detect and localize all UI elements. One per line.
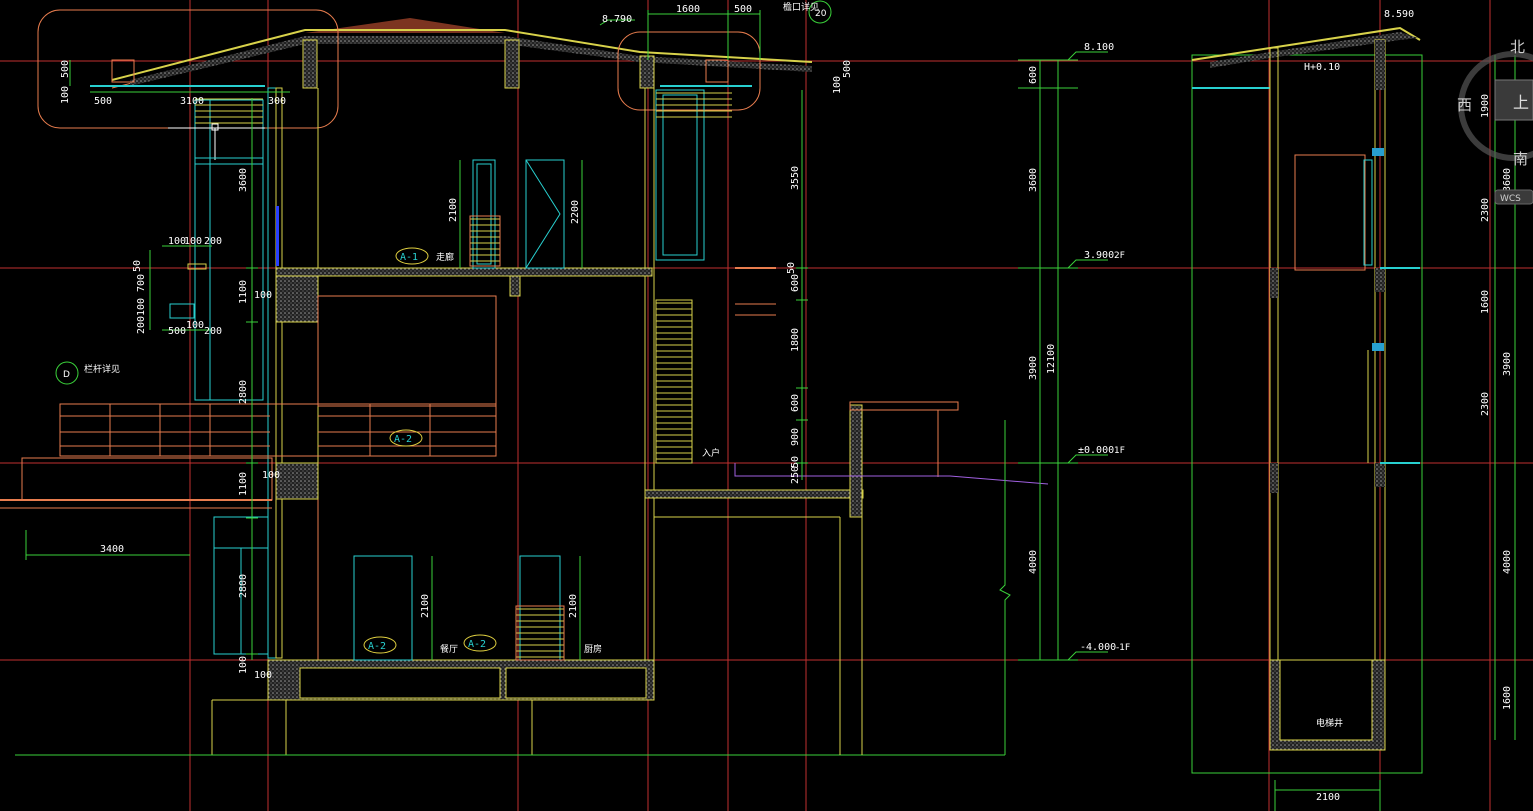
right-bottom-2100: 2100 bbox=[1316, 792, 1340, 803]
total-seg-600: 600 bbox=[1028, 66, 1039, 84]
right-dim-50a: 50 bbox=[786, 262, 797, 274]
right-section bbox=[1191, 26, 1516, 811]
small-vert-100: 100 bbox=[136, 298, 147, 316]
right-dim-4000: 4000 bbox=[1502, 550, 1513, 574]
tag-a2-2: A-2 bbox=[368, 641, 386, 652]
right-dim-1600a: 1600 bbox=[1480, 290, 1491, 314]
railing-detail-no: D bbox=[63, 370, 70, 380]
shaft-label: 电梯井 bbox=[1316, 717, 1343, 729]
right-note-h: H+0.10 bbox=[1304, 62, 1340, 73]
elev-0000: ±0.000 bbox=[1078, 445, 1114, 456]
tag-a2-3: A-2 bbox=[468, 639, 486, 650]
right-dim-2300b: 2300 bbox=[1480, 392, 1491, 416]
viewcube-top-face bbox=[1494, 79, 1533, 121]
small-dim-500: 500 bbox=[168, 326, 186, 337]
right-dim-1900: 1900 bbox=[1480, 94, 1491, 118]
small-vert-200: 200 bbox=[136, 316, 147, 334]
small-dim-200: 200 bbox=[204, 236, 222, 247]
left-dim-100: 100 bbox=[238, 656, 249, 674]
small-dim-100b: 100 bbox=[184, 236, 202, 247]
right-top-elev: 8.590 bbox=[1384, 9, 1414, 20]
viewcube[interactable]: 北 西 南 上 WCS bbox=[1455, 38, 1533, 213]
right-dim-2300a: 2300 bbox=[1480, 198, 1491, 222]
eave-detail-no: 20 bbox=[815, 9, 827, 19]
roof bbox=[37, 9, 813, 129]
eave-dim-500: 500 bbox=[94, 96, 112, 107]
right-dim-1600b: 1600 bbox=[1502, 686, 1513, 710]
total-seg-3600: 3600 bbox=[1028, 168, 1039, 192]
side-dim-100c: 100 bbox=[254, 670, 272, 681]
door-dim-2200: 2200 bbox=[570, 200, 581, 224]
eave-dim-300: 300 bbox=[268, 96, 286, 107]
eave-vert-right-100: 100 bbox=[832, 76, 843, 94]
right-dim-50b: 50 bbox=[790, 456, 801, 468]
small-vert-700: 700 bbox=[136, 274, 147, 292]
top-dim-500: 500 bbox=[734, 4, 752, 15]
room-upper: 走廊 bbox=[436, 251, 454, 263]
side-dim-100a: 100 bbox=[254, 290, 272, 301]
right-dim-600b: 600 bbox=[790, 394, 801, 412]
small-dim-200b: 200 bbox=[204, 326, 222, 337]
elev-3900: 3.900 bbox=[1084, 250, 1114, 261]
door-dim-2100c: 2100 bbox=[568, 594, 579, 618]
room-entry: 入户 bbox=[702, 447, 720, 459]
tag-a1: A-1 bbox=[400, 252, 418, 263]
eave-vert-500: 500 bbox=[60, 60, 71, 78]
roof-elevation: 8.790 bbox=[602, 14, 632, 25]
left-dim-1100b: 1100 bbox=[238, 472, 249, 496]
interior-doors bbox=[353, 159, 565, 661]
room-lower-right: 厨房 bbox=[584, 643, 602, 655]
door-dim-2100a: 2100 bbox=[448, 198, 459, 222]
total-seg-4000: 4000 bbox=[1028, 550, 1039, 574]
right-dim-250: 250 bbox=[790, 466, 801, 484]
left-dim-2800b: 2800 bbox=[238, 574, 249, 598]
elev-m4000: -4.000 bbox=[1080, 642, 1116, 653]
right-dim-3550: 3550 bbox=[790, 166, 801, 190]
text-labels: 8.790 1600 500 檐口详见 20 500 3100 300 500 … bbox=[60, 1, 1513, 803]
right-dim-3600: 3600 bbox=[1502, 168, 1513, 192]
total-seg-3900: 3900 bbox=[1028, 356, 1039, 380]
building-walls bbox=[15, 87, 1049, 756]
small-dim-100c: 100 bbox=[186, 320, 204, 331]
door-dim-2100b: 2100 bbox=[420, 594, 431, 618]
eave-vert-right-500: 500 bbox=[842, 60, 853, 78]
left-dim-2800a: 2800 bbox=[238, 380, 249, 404]
detail-tags bbox=[55, 0, 832, 654]
left-dim-1100a: 1100 bbox=[238, 280, 249, 304]
tag-a2-1: A-2 bbox=[394, 434, 412, 445]
wcs-button bbox=[1494, 189, 1533, 205]
side-dim-100b: 100 bbox=[262, 470, 280, 481]
left-dim-3600: 3600 bbox=[238, 168, 249, 192]
viewcube-north: 北 bbox=[1510, 38, 1525, 56]
dim-3400: 3400 bbox=[100, 544, 124, 555]
small-dim-100a: 100 bbox=[168, 236, 186, 247]
top-dim-1600: 1600 bbox=[676, 4, 700, 15]
eave-note: 檐口详见 bbox=[783, 1, 819, 13]
elev-8100: 8.100 bbox=[1084, 42, 1114, 53]
left-facade bbox=[0, 95, 497, 655]
elev-3900-floor: 2F bbox=[1114, 251, 1125, 261]
right-dim-3900: 3900 bbox=[1502, 352, 1513, 376]
viewcube-top: 上 bbox=[1513, 93, 1529, 112]
right-dim-600a: 600 bbox=[790, 274, 801, 292]
total-12100: 12100 bbox=[1046, 344, 1057, 374]
railing-note: 栏杆详见 bbox=[84, 363, 120, 375]
eave-vert-100: 100 bbox=[60, 86, 71, 104]
right-dim-900: 900 bbox=[790, 428, 801, 446]
right-dim-1800: 1800 bbox=[790, 328, 801, 352]
elev-0000-floor: 1F bbox=[1114, 446, 1125, 456]
viewcube-south: 南 bbox=[1513, 150, 1528, 168]
dimension-lines bbox=[25, 10, 1108, 755]
viewcube-west: 西 bbox=[1457, 96, 1472, 114]
eave-dim-3100: 3100 bbox=[180, 96, 204, 107]
elev-m4000-floor: -1F bbox=[1116, 643, 1130, 653]
wcs-label: WCS bbox=[1500, 194, 1521, 204]
small-vert-50: 50 bbox=[132, 260, 143, 272]
room-lower-left: 餐厅 bbox=[440, 643, 458, 655]
